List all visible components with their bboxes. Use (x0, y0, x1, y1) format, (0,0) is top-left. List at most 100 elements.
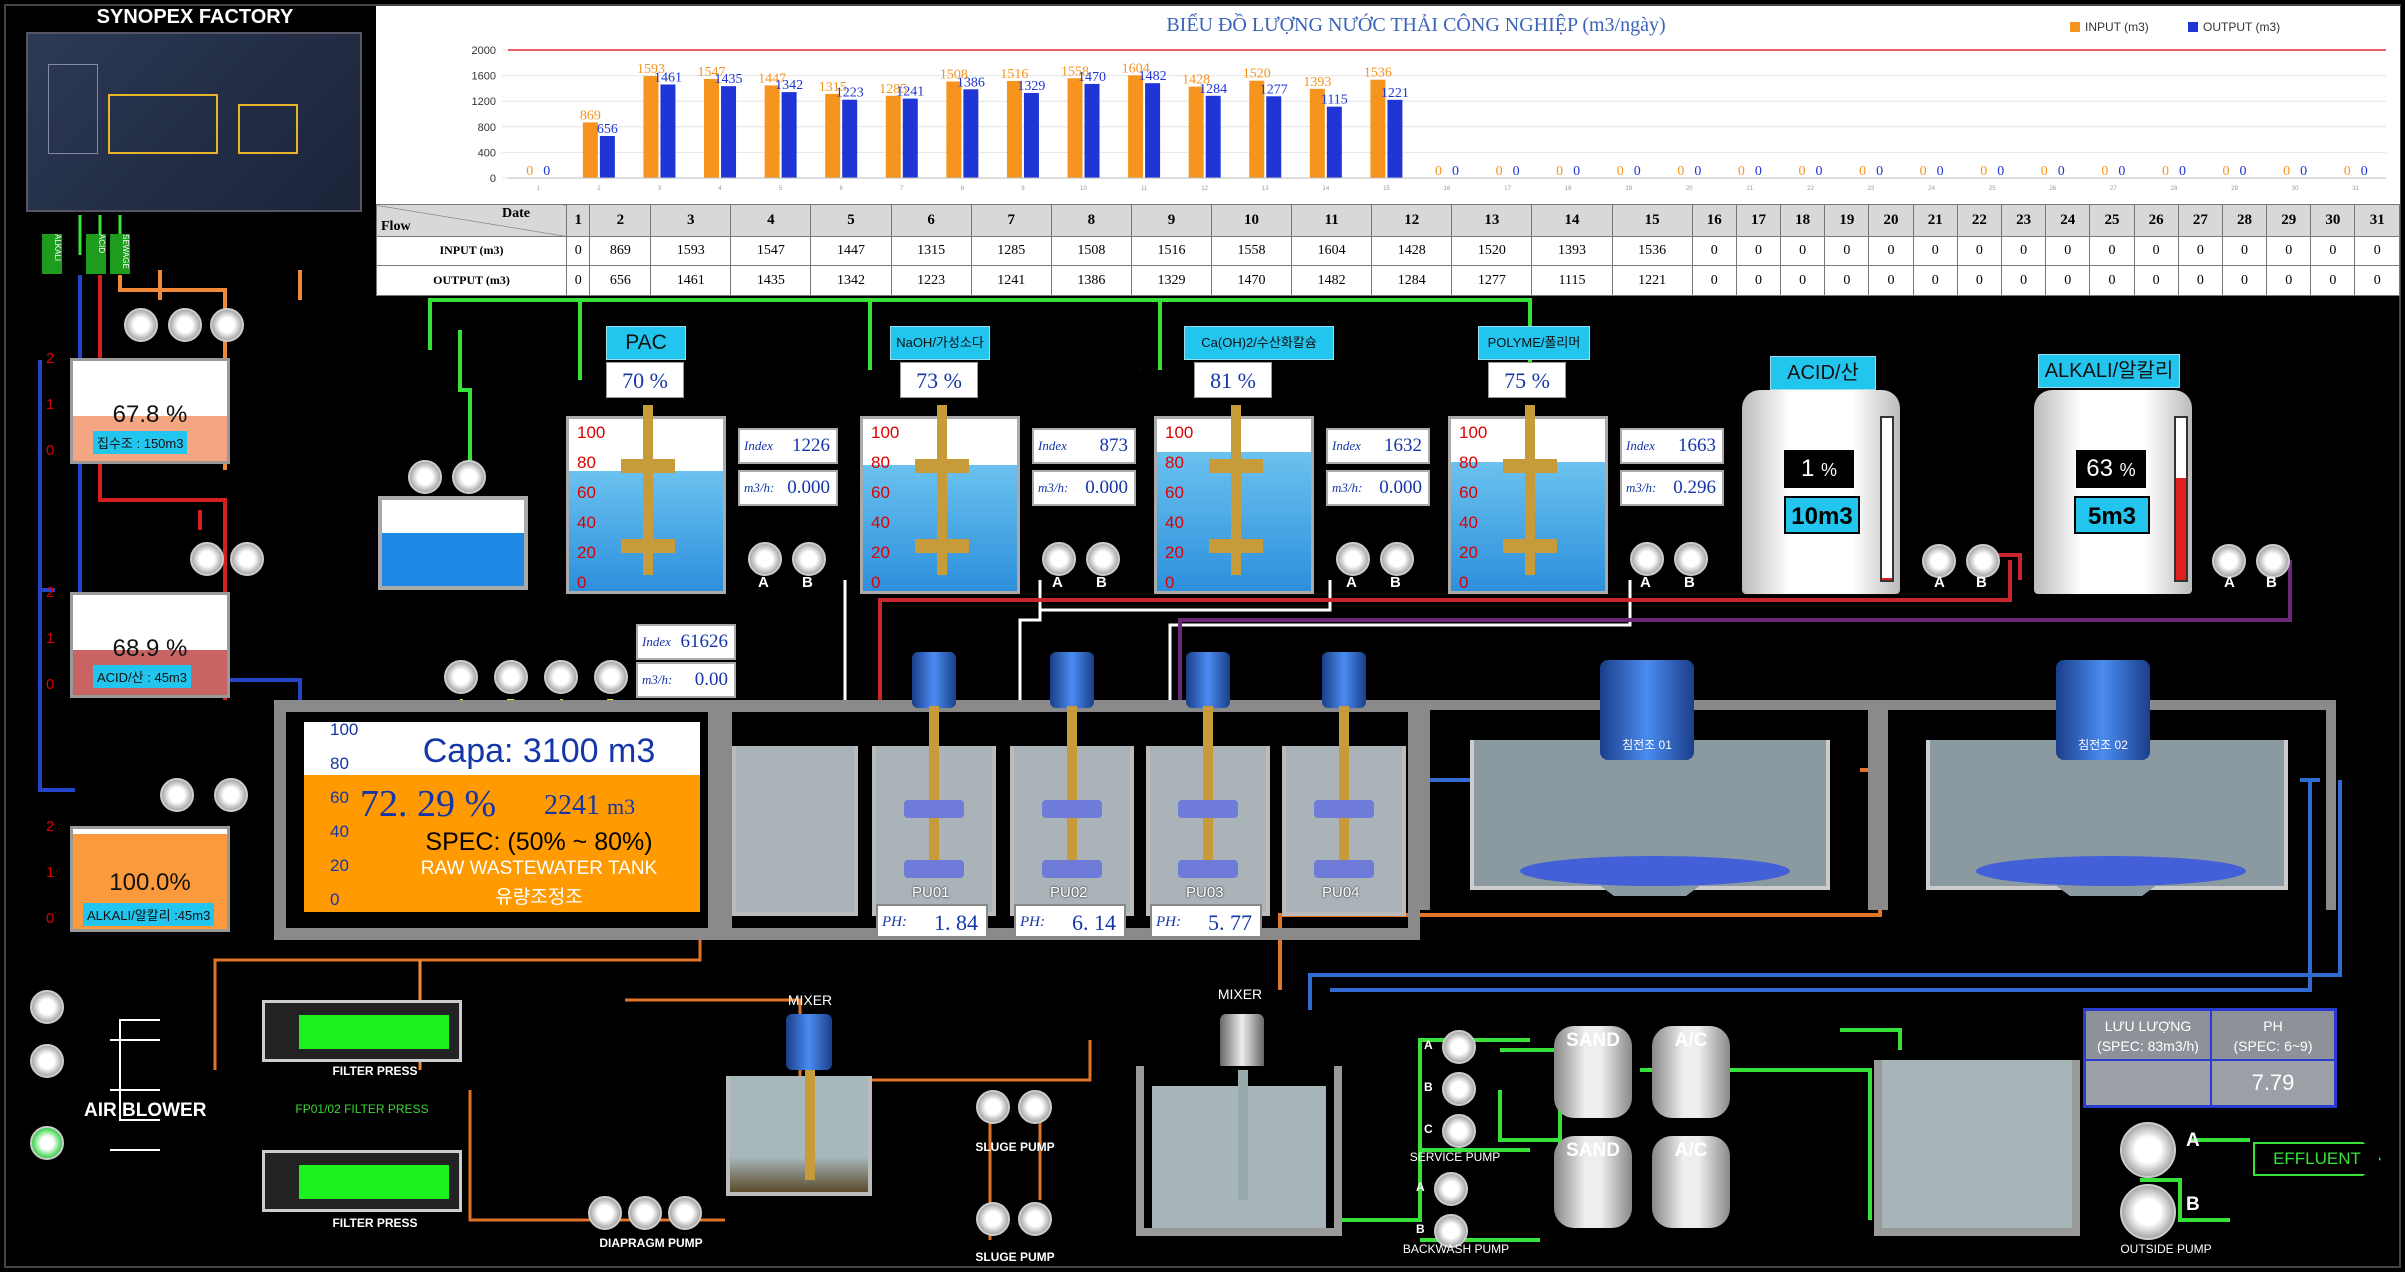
sludge-pump-1a[interactable] (976, 1090, 1010, 1124)
pipe-label-acid: ACID (86, 234, 106, 274)
pump[interactable] (210, 308, 244, 342)
reactor-motor[interactable] (912, 652, 956, 708)
water-tank[interactable]: WATER TANK (378, 496, 528, 590)
filter-press-1[interactable] (262, 1000, 462, 1062)
chem-flow-meter: m3/h:0.000 (738, 470, 838, 506)
mixer-2-shaft (1238, 1070, 1248, 1200)
reactor-motor[interactable] (1186, 652, 1230, 708)
chart-data-label: 0 (1859, 164, 1866, 179)
raw-tank-fill (304, 775, 700, 912)
chart-data-label: 1329 (1017, 79, 1045, 94)
reactor-blade (1178, 860, 1238, 878)
level-tank-2[interactable]: 68.9 %ACID/산 : 45m3 (70, 592, 230, 698)
dosing-pump[interactable] (1086, 542, 1120, 576)
chart-bar-input (764, 85, 780, 178)
raw-spec: SPEC: (50% ~ 80%) (425, 828, 653, 856)
flow-value (2086, 1061, 2212, 1105)
alkali-tank[interactable]: 63 % 5m3 (2034, 390, 2192, 594)
ac-filter-2[interactable]: A/C (1652, 1136, 1730, 1228)
diaphragm-pump-icon[interactable] (668, 1196, 702, 1230)
legend-output: OUTPUT (m3) (2188, 20, 2280, 34)
table-input-cell: 1536 (1611, 235, 1693, 267)
chart-data-label: 1393 (1303, 75, 1331, 90)
factory-map[interactable] (26, 32, 362, 212)
pump[interactable] (160, 778, 194, 812)
mixer-2-motor[interactable] (1220, 1014, 1264, 1070)
outside-pump-b[interactable] (2120, 1184, 2176, 1240)
chart-xtick: 14 (1322, 186, 1329, 192)
table-output-cell: 1221 (1611, 265, 1693, 296)
air-blower-group[interactable] (30, 990, 110, 1180)
level-tank-3[interactable]: 100.0%ALKALI/알칼리 :45m3 (70, 826, 230, 932)
pump[interactable] (2256, 544, 2290, 578)
effluent-arrow[interactable]: EFFLUENT (2253, 1142, 2381, 1176)
ac-filter-1[interactable]: A/C (1652, 1026, 1730, 1118)
pump-label: B (1390, 574, 1401, 591)
treated-water-tank[interactable] (1874, 1060, 2080, 1236)
sludge-pump-1b[interactable] (1018, 1090, 1052, 1124)
outside-pump-a[interactable] (2120, 1122, 2176, 1178)
pump[interactable] (1966, 544, 2000, 578)
sand-filter-1[interactable]: SAND (1554, 1026, 1632, 1118)
diaphragm-pump-icon[interactable] (588, 1196, 622, 1230)
reactor-motor[interactable] (1050, 652, 1094, 708)
blower-icon[interactable] (30, 990, 64, 1024)
pump[interactable] (230, 542, 264, 576)
sludge-pump-2a[interactable] (976, 1202, 1010, 1236)
level-tank-scale: 2 (46, 584, 55, 601)
pump[interactable] (2212, 544, 2246, 578)
pump[interactable] (408, 460, 442, 494)
chem-tank-scale: 60 (1165, 483, 1184, 502)
sludge-pump-2b[interactable] (1018, 1202, 1052, 1236)
chart-data-label: 0 (1876, 164, 1883, 179)
pump[interactable] (190, 542, 224, 576)
level-tank-scale: 0 (46, 676, 55, 693)
backwash-pump-b[interactable] (1434, 1214, 1468, 1248)
dosing-pump[interactable] (1336, 542, 1370, 576)
service-pump[interactable] (1442, 1114, 1476, 1148)
chart-data-label: 1461 (654, 70, 682, 85)
level-tank-1[interactable]: 67.8 %집수조 : 150m3 (70, 358, 230, 464)
dosing-pump[interactable] (1042, 542, 1076, 576)
dosing-pump[interactable] (1674, 542, 1708, 576)
diaphragm-pump-icon[interactable] (628, 1196, 662, 1230)
effluent-spec-box: LƯU LƯỢNG(SPEC: 83m3/h) PH(SPEC: 6~9) 7.… (2083, 1008, 2337, 1108)
table-date-cell: 9 (1130, 204, 1213, 237)
raw-feed-pump[interactable] (544, 660, 578, 694)
pump[interactable] (168, 308, 202, 342)
filter-press-2[interactable] (262, 1150, 462, 1212)
pump[interactable] (1922, 544, 1956, 578)
pump[interactable] (214, 778, 248, 812)
chem-tank-title: Ca(OH)2/수산화칼슘 (1184, 326, 1334, 360)
blower-icon[interactable] (30, 1126, 64, 1160)
dosing-pump[interactable] (748, 542, 782, 576)
dosing-pump[interactable] (1380, 542, 1414, 576)
table-input-cell: 1593 (650, 235, 732, 267)
pump[interactable] (124, 308, 158, 342)
sludge-thickener[interactable] (726, 1076, 872, 1196)
service-pump[interactable] (1442, 1072, 1476, 1106)
raw-feed-pump[interactable] (594, 660, 628, 694)
mixer-1-motor[interactable] (786, 1014, 832, 1070)
service-pump[interactable] (1442, 1030, 1476, 1064)
dosing-pump[interactable] (1630, 542, 1664, 576)
raw-feed-pump[interactable] (444, 660, 478, 694)
reactor-motor[interactable] (1322, 652, 1366, 708)
dosing-pump[interactable] (792, 542, 826, 576)
aeration-chamber[interactable] (732, 746, 858, 916)
acid-tank[interactable]: 1 % 10m3 (1742, 390, 1900, 594)
raw-feed-pump[interactable] (494, 660, 528, 694)
alkali-volume: 5m3 (2074, 496, 2150, 534)
chem-mixer-blade (621, 459, 675, 473)
blower-icon[interactable] (30, 1044, 64, 1078)
sand-filter-2[interactable]: SAND (1554, 1136, 1632, 1228)
table-output-cell: 1223 (890, 265, 972, 296)
pump[interactable] (452, 460, 486, 494)
table-date-cell: 8 (1050, 204, 1132, 237)
backwash-pump-a[interactable] (1434, 1172, 1468, 1206)
